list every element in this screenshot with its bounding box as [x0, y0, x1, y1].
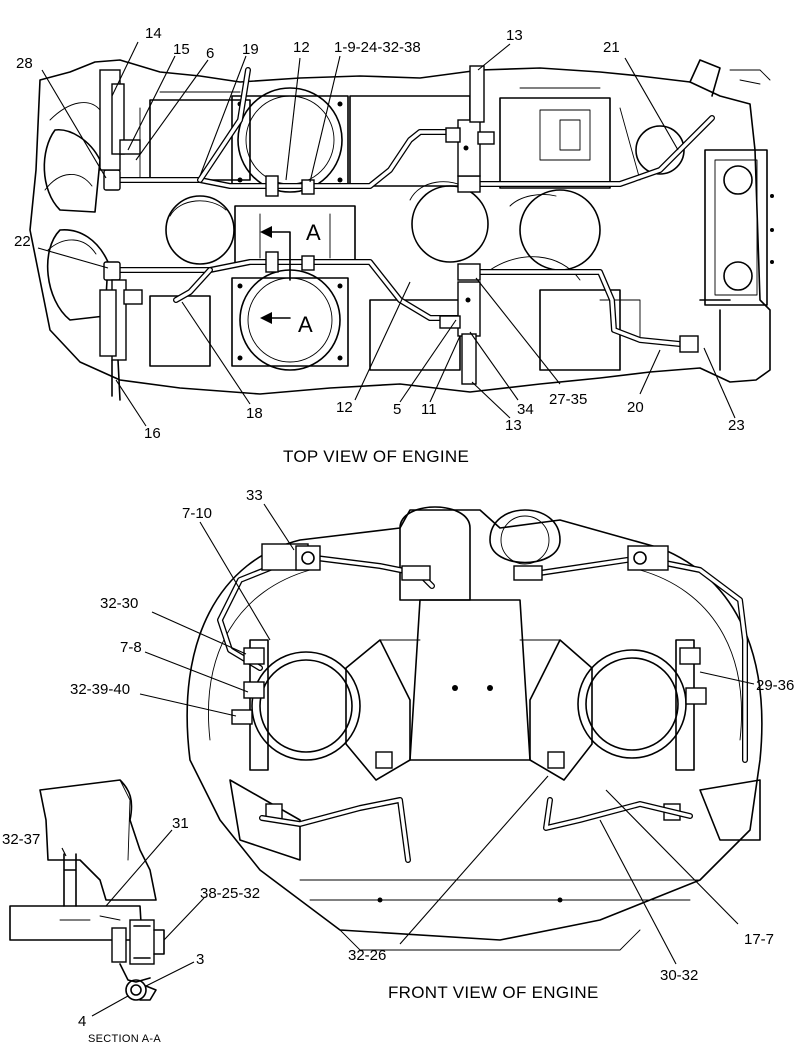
callout-14: 14	[145, 25, 162, 42]
callout-30-32: 30-32	[660, 967, 698, 984]
callout-34: 34	[517, 401, 534, 418]
callout-13-upper: 13	[506, 27, 523, 44]
callout-28: 28	[16, 55, 33, 72]
callout-12-upper: 12	[293, 39, 310, 56]
callout-5: 5	[393, 401, 401, 418]
callout-19: 19	[242, 41, 259, 58]
callout-13-lower: 13	[505, 417, 522, 434]
callout-32-37: 32-37	[2, 831, 40, 848]
callout-17-7: 17-7	[744, 931, 774, 948]
front-view-title: FRONT VIEW OF ENGINE	[388, 983, 599, 1002]
section-a-a-callouts: 32-37 31 38-25-32 3 4	[2, 815, 260, 1030]
callout-38-25-32: 38-25-32	[200, 885, 260, 902]
callout-23: 23	[728, 417, 745, 434]
callout-21: 21	[603, 39, 620, 56]
callout-32-30: 32-30	[100, 595, 138, 612]
callout-27-35: 27-35	[549, 391, 587, 408]
callout-7-10: 7-10	[182, 505, 212, 522]
section-marker-a-lower: A	[298, 312, 313, 337]
callout-6: 6	[206, 45, 214, 62]
callout-12-lower: 12	[336, 399, 353, 416]
section-marker-a-upper: A	[306, 220, 321, 245]
front-view-drawing	[139, 503, 763, 965]
section-a-a-drawing	[9, 779, 205, 1017]
top-view-callouts: 14 15 6 19 12 1-9-24-32-38 13 21 28 22 1…	[14, 25, 745, 442]
callout-15: 15	[173, 41, 190, 58]
callout-32-39-40: 32-39-40	[70, 681, 130, 698]
callout-33: 33	[246, 487, 263, 504]
callout-1-9-24-32-38: 1-9-24-32-38	[334, 39, 421, 56]
callout-16: 16	[144, 425, 161, 442]
callout-29-36: 29-36	[756, 677, 794, 694]
callout-31: 31	[172, 815, 189, 832]
front-view-callouts: 33 7-10 32-30 7-8 32-39-40 29-36 32-26 3…	[70, 487, 794, 984]
callout-11: 11	[421, 401, 437, 418]
callout-7-8: 7-8	[120, 639, 142, 656]
section-a-a-title: SECTION A-A	[88, 1033, 161, 1045]
callout-3: 3	[196, 951, 204, 968]
top-view-title: TOP VIEW OF ENGINE	[283, 447, 469, 466]
callout-4: 4	[78, 1013, 86, 1030]
callout-22: 22	[14, 233, 31, 250]
callout-20: 20	[627, 399, 644, 416]
callout-32-26: 32-26	[348, 947, 386, 964]
callout-18: 18	[246, 405, 263, 422]
top-view-drawing: A A	[29, 41, 774, 427]
